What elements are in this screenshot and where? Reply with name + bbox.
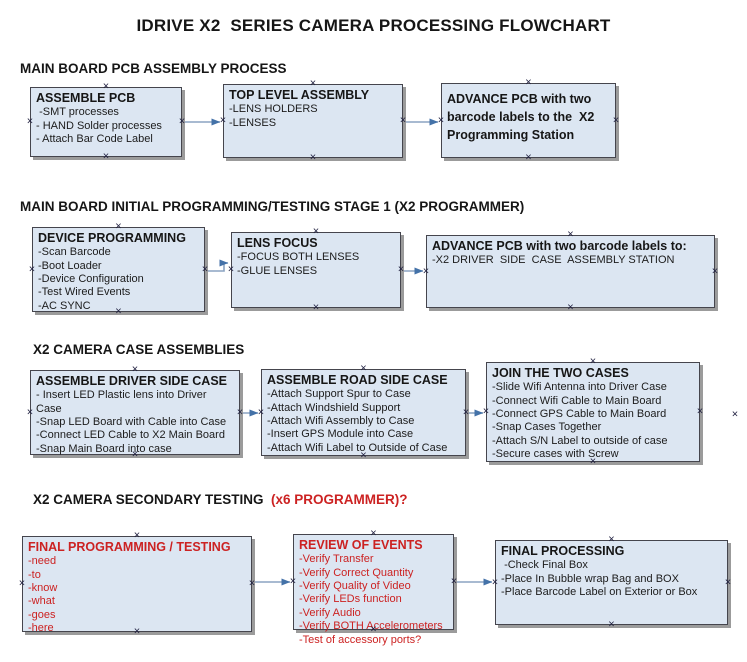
box-item: - Insert LED Plastic lens into Driver Ca… [36, 389, 210, 415]
box-item: -Boot Loader [38, 259, 102, 272]
box-item: -Slide Wifi Antenna into Driver Case [492, 381, 667, 394]
box-item: -Verify Audio [299, 606, 361, 619]
box-item: -Attach Windshield Support [267, 401, 401, 414]
box-item: -Insert GPS Module into Case [267, 428, 414, 441]
box-item: -know [28, 582, 58, 595]
box-title: FINAL PROCESSING [501, 544, 625, 558]
section-heading-secondary-testing-red: (x6 PROGRAMMER)? [267, 492, 408, 507]
box-item: -here [28, 622, 54, 635]
section-heading-pcb-assembly: MAIN BOARD PCB ASSEMBLY PROCESS [20, 61, 287, 76]
box-title: DEVICE PROGRAMMING [38, 231, 186, 245]
flow-box-advance-pcb-with-two-barcode-labels-to-t: ADVANCE PCB with two barcode labels to t… [441, 83, 616, 158]
box-item: -what [28, 595, 55, 608]
box-item: -need [28, 555, 57, 568]
flow-box-lens-focus: LENS FOCUS-FOCUS BOTH LENSES-GLUE LENSES [231, 232, 401, 308]
box-item: -Verify Transfer [299, 553, 374, 566]
box-item: -Connect Wifi Cable to Main Board [492, 394, 662, 407]
flow-box-device-programming: DEVICE PROGRAMMING-Scan Barcode-Boot Loa… [32, 227, 205, 312]
box-item: -Device Configuration [38, 273, 144, 286]
box-title: ASSEMBLE DRIVER SIDE CASE [36, 374, 228, 388]
box-item: -Verify BOTH Accelerometers [299, 620, 443, 633]
box-item: -Scan Barcode [38, 246, 111, 259]
box-item: -to [28, 568, 41, 581]
section-heading-initial-programming: MAIN BOARD INITIAL PROGRAMMING/TESTING S… [20, 199, 525, 214]
flow-box-assemble-pcb: ASSEMBLE PCB -SMT processes- HAND Solder… [30, 87, 182, 157]
box-item: -Secure cases with Screw [492, 448, 619, 461]
section-heading-secondary-testing-black: X2 CAMERA SECONDARY TESTING [33, 492, 268, 507]
box-title: ADVANCE PCB with two barcode labels to: [432, 239, 687, 253]
box-title: ASSEMBLE ROAD SIDE CASE [267, 373, 448, 387]
flow-box-assemble-road-side-case: ASSEMBLE ROAD SIDE CASE-Attach Support S… [261, 369, 466, 456]
flow-box-assemble-driver-side-case: ASSEMBLE DRIVER SIDE CASE- Insert LED Pl… [30, 370, 240, 455]
box-item: -Attach Wifi Label to Outside of Case [267, 441, 448, 454]
box-item: -Attach Support Spur to Case [267, 388, 411, 401]
box-item: -Attach S/N Label to outside of case [492, 434, 668, 447]
flow-box-review-of-events: REVIEW OF EVENTS-Verify Transfer-Verify … [293, 534, 454, 646]
box-title: ADVANCE PCB with two barcode labels to t… [447, 92, 598, 143]
box-title: LENS FOCUS [237, 236, 318, 250]
flow-box-join-the-two-cases: JOIN THE TWO CASES-Slide Wifi Antenna in… [486, 362, 700, 462]
box-title: JOIN THE TWO CASES [492, 366, 629, 380]
box-item: -Verify Quality of Video [299, 580, 411, 593]
box-title: TOP LEVEL ASSEMBLY [229, 88, 370, 102]
box-item: -Test Wired Events [38, 286, 131, 299]
box-item: -Connect LED Cable to X2 Main Board [36, 429, 225, 442]
box-item: -Place In Bubble wrap Bag and BOX [501, 572, 679, 585]
box-item: -SMT processes [36, 106, 119, 119]
box-item: -Verify Correct Quantity [299, 566, 414, 579]
box-item: - Attach Bar Code Label [36, 133, 153, 146]
box-item: -X2 DRIVER SIDE CASE ASSEMBLY STATION [432, 254, 675, 267]
section-heading-secondary-testing: X2 CAMERA SECONDARY TESTING (x6 PROGRAMM… [33, 492, 408, 507]
box-item: -Place Barcode Label on Exterior or Box [501, 586, 698, 599]
flow-connector-arrow [206, 259, 229, 272]
box-item: -Check Final Box [501, 559, 588, 572]
box-item: -GLUE LENSES [237, 264, 318, 277]
box-title: FINAL PROGRAMMING / TESTING [28, 540, 231, 554]
page-title: IDRIVE X2 SERIES CAMERA PROCESSING FLOWC… [136, 16, 611, 35]
box-item: -Attach Wifi Assembly to Case [267, 415, 415, 428]
box-title: ASSEMBLE PCB [36, 91, 136, 105]
box-item: -AC SYNC [38, 299, 91, 312]
flow-box-final-processing: FINAL PROCESSING -Check Final Box-Place … [495, 540, 728, 625]
box-item: -Connect GPS Cable to Main Board [492, 408, 667, 421]
box-title: REVIEW OF EVENTS [299, 538, 423, 552]
box-item: -Snap Main Board into case [36, 442, 172, 455]
box-item: -Snap LED Board with Cable into Case [36, 416, 227, 429]
flow-box-advance-pcb-with-two-barcode-labels-to: ADVANCE PCB with two barcode labels to:-… [426, 235, 715, 308]
box-item: -LENS HOLDERS [229, 103, 318, 116]
flow-box-final-programming-testing: FINAL PROGRAMMING / TESTING-need-to-know… [22, 536, 252, 635]
box-item: -FOCUS BOTH LENSES [237, 251, 360, 264]
box-item: -goes [28, 608, 56, 621]
section-heading-case-assemblies: X2 CAMERA CASE ASSEMBLIES [33, 342, 245, 357]
box-item: -Snap Cases Together [492, 421, 602, 434]
box-item: - HAND Solder processes [36, 119, 162, 132]
box-item: -Verify LEDs function [299, 593, 402, 606]
flow-box-top-level-assembly: TOP LEVEL ASSEMBLY-LENS HOLDERS-LENSES [223, 84, 403, 158]
box-item: -LENSES [229, 116, 277, 129]
box-item: -Test of accessory ports? [299, 633, 422, 646]
